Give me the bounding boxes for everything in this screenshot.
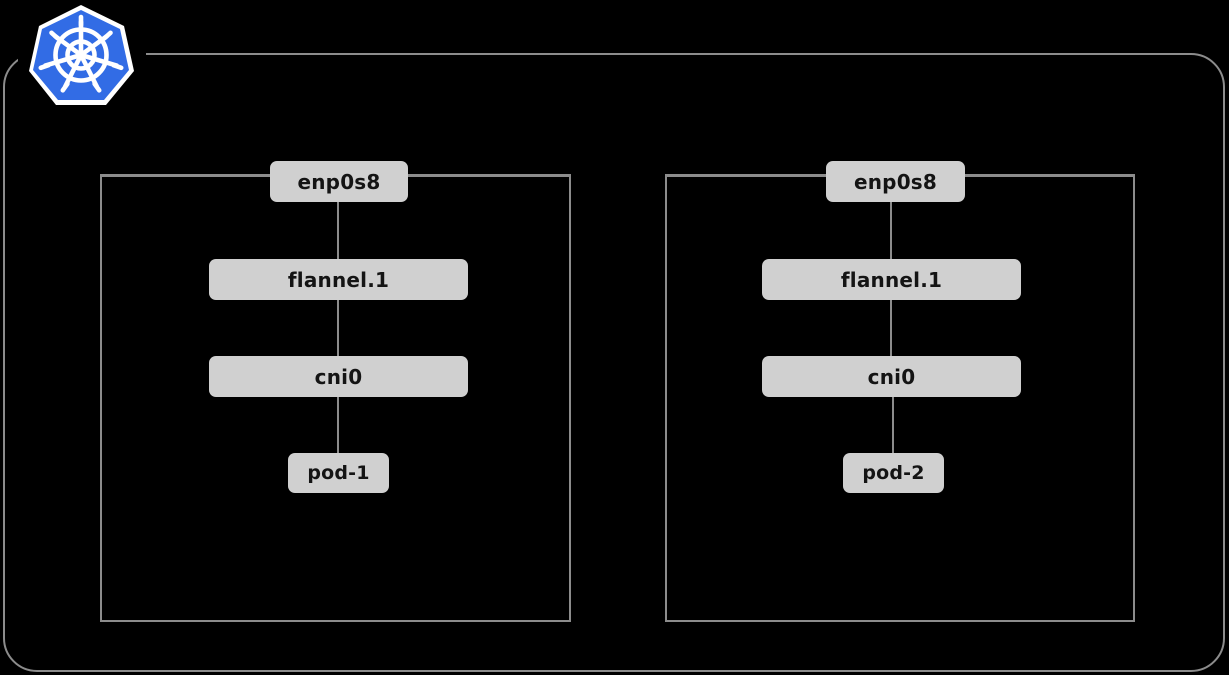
connector-cni0-to-pod-node-2 [892,396,894,455]
interface-label: flannel.1 [287,267,390,292]
interface-enp0s8-node-2[interactable]: enp0s8 [826,161,965,202]
interface-label: cni0 [867,364,916,389]
connector-cluster-to-enp0s8-node-2 [665,174,828,176]
interface-enp0s8-node-1[interactable]: enp0s8 [270,161,408,202]
interface-label: enp0s8 [297,169,381,194]
kubernetes-logo [28,3,134,107]
interface-label: cni0 [314,364,363,389]
pod-label: pod-2 [862,462,925,484]
interface-cni0-node-1[interactable]: cni0 [209,356,468,397]
connector-enp0s8-to-flannel-node-2 [890,201,892,261]
interface-label: enp0s8 [853,169,938,194]
connector-cluster-to-enp0s8-node-1 [100,174,272,176]
interface-flannel-node-1[interactable]: flannel.1 [209,259,468,300]
connector-enp0s8-node-2-to-right [963,174,1135,176]
connector-enp0s8-to-flannel-node-1 [337,201,339,261]
connector-enp0s8-node-1-to-right [406,174,571,176]
node-box-node-1 [100,175,571,622]
interface-flannel-node-2[interactable]: flannel.1 [762,259,1021,300]
kubernetes-cluster-container [3,53,1225,672]
node-box-node-2 [665,175,1135,622]
pod-label: pod-1 [307,462,370,484]
connector-cni0-to-pod-node-1 [337,396,339,455]
pod-box-pod-1[interactable]: pod-1 [288,453,389,493]
interface-cni0-node-2[interactable]: cni0 [762,356,1021,397]
pod-box-pod-2[interactable]: pod-2 [843,453,944,493]
connector-flannel-to-cni0-node-2 [890,299,892,358]
connector-flannel-to-cni0-node-1 [337,299,339,358]
interface-label: flannel.1 [840,267,943,292]
